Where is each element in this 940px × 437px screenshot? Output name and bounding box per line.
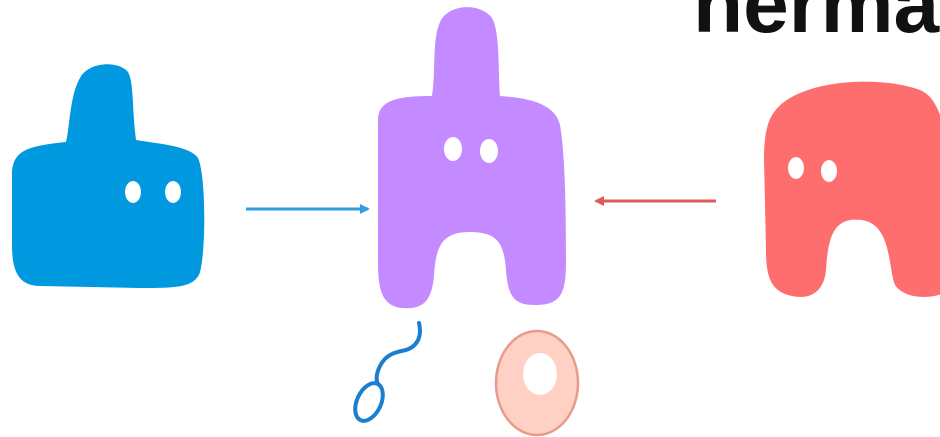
- male-body: [12, 64, 204, 288]
- sperm-tail: [377, 323, 420, 384]
- female-creature: [764, 82, 940, 297]
- hermaphrodite-eye-right: [480, 139, 498, 163]
- egg-icon: [496, 331, 578, 435]
- male-eye-left: [125, 181, 141, 203]
- egg-nucleus: [523, 353, 557, 395]
- sperm-head: [350, 379, 389, 425]
- hermaphrodite-creature: [378, 7, 566, 308]
- male-eye-right: [165, 181, 181, 203]
- female-body: [764, 82, 940, 297]
- hermaphrodite-eye-left: [444, 137, 462, 161]
- female-eye-right: [821, 160, 837, 182]
- sperm-icon: [350, 323, 420, 425]
- male-creature: [12, 64, 204, 288]
- female-eye-left: [788, 157, 804, 179]
- hermaphrodite-body: [378, 7, 566, 308]
- title: hermap: [693, 0, 940, 50]
